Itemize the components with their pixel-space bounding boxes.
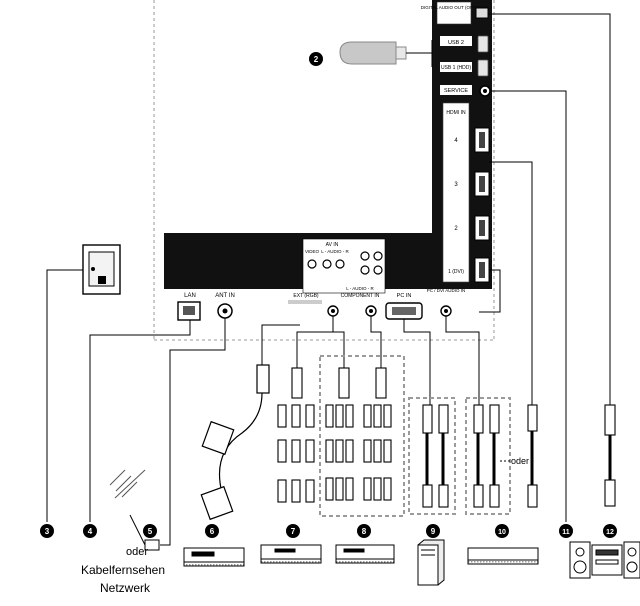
scart-cable: [200, 364, 270, 521]
antenna: [109, 469, 160, 551]
badge-4: 4: [88, 527, 93, 536]
rca-cables-av: [277, 367, 315, 503]
pc-dvi-audio-label: PC / DVI AUDIO IN: [427, 288, 466, 293]
hdmi-in-label: HDMI IN: [446, 110, 466, 116]
hdmi-1-label: 1 (DVI): [448, 269, 464, 275]
badge-8: 8: [362, 527, 367, 536]
pc-tower-device: [417, 539, 445, 586]
optical-label: DIGITAL AUDIO OUT (OPTICAL): [421, 5, 488, 10]
device-number-badges: 3 4 5 6 7 8 9 10 11 12: [40, 524, 617, 538]
component-audio-label: L - AUDIO - R: [346, 286, 374, 291]
dvd-recorder-device: [260, 544, 322, 564]
usb-stick-number: 2: [314, 55, 319, 64]
connection-lines: [46, 13, 611, 546]
audio-system-device: [569, 541, 640, 579]
device-group-boxes: [319, 355, 511, 517]
bottom-port-panel: LAN ANT IN AV IN VIDEO L - AUDIO - R EXT…: [175, 238, 466, 321]
av-video-label: VIDEO: [305, 249, 320, 254]
av-audio-label: L - AUDIO - R: [321, 249, 349, 254]
badge-11: 11: [562, 529, 570, 536]
badge-6: 6: [210, 527, 215, 536]
ant-in-label: ANT IN: [215, 293, 235, 299]
wall-socket: [82, 244, 121, 295]
pc-cables: [422, 404, 449, 508]
usb1-label: USB 1 (HDD): [441, 65, 471, 71]
usb2-label: USB 2: [448, 40, 464, 46]
network-label: Netzwerk: [100, 581, 151, 595]
badge-7: 7: [291, 527, 296, 536]
rca-cables-component: [325, 367, 392, 501]
ext-rgb-label: EXT (RGB): [293, 293, 319, 299]
badge-3: 3: [45, 527, 50, 536]
hdmi-4-label: 4: [454, 138, 458, 144]
vcr-device: [183, 547, 245, 567]
tv-outline: [153, 0, 495, 341]
hdmi-3-label: 3: [454, 182, 458, 188]
hdmi-or-label: oder: [511, 456, 529, 466]
devices: [183, 539, 640, 586]
optical-cable: [604, 404, 616, 507]
usb-stick: 2: [309, 40, 433, 67]
hdmi-dvi-cables: [473, 404, 538, 508]
badge-12: 12: [606, 529, 614, 536]
badge-5: 5: [148, 527, 153, 536]
side-port-panel: DIGITAL AUDIO OUT (OPTICAL) USB 2 USB 1 …: [421, 1, 491, 283]
antenna-or-label: oder: [126, 546, 148, 558]
badge-10: 10: [498, 529, 506, 536]
cable-tv-label: Kabelfernsehen: [81, 563, 165, 577]
lan-label: LAN: [184, 293, 196, 299]
av-in-label: AV IN: [326, 242, 339, 248]
set-top-box-device: [467, 547, 539, 565]
component-in-label: COMPONENT IN: [341, 293, 380, 299]
hdmi-2-label: 2: [454, 226, 458, 232]
badge-9: 9: [431, 527, 436, 536]
dvd-player-device: [335, 544, 395, 564]
service-label: SERVICE: [444, 88, 468, 94]
pc-in-label: PC IN: [397, 293, 412, 299]
